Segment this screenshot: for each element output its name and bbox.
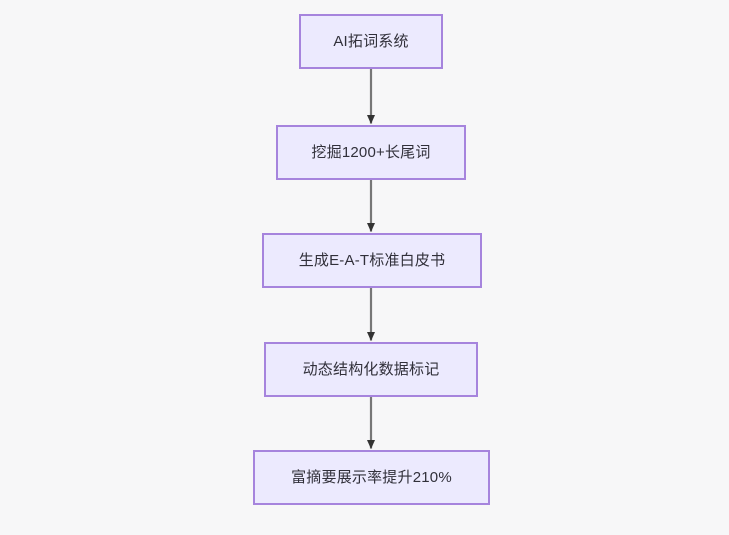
flow-node-generate-eat-whitepaper[interactable]: 生成E-A-T标准白皮书 (262, 233, 482, 288)
flow-node-label: 动态结构化数据标记 (302, 360, 440, 378)
flow-node-label: 富摘要展示率提升210% (291, 468, 452, 486)
flow-node-ai-keyword-system[interactable]: AI拓词系统 (299, 14, 443, 69)
flow-node-dynamic-structured-data-markup[interactable]: 动态结构化数据标记 (264, 342, 478, 397)
flow-node-mine-longtail-keywords[interactable]: 挖掘1200+长尾词 (276, 125, 466, 180)
flow-node-label: AI拓词系统 (333, 32, 409, 50)
flow-node-rich-snippet-rate-increase[interactable]: 富摘要展示率提升210% (253, 450, 490, 505)
flow-node-label: 生成E-A-T标准白皮书 (298, 251, 446, 269)
flow-node-label: 挖掘1200+长尾词 (311, 143, 431, 161)
